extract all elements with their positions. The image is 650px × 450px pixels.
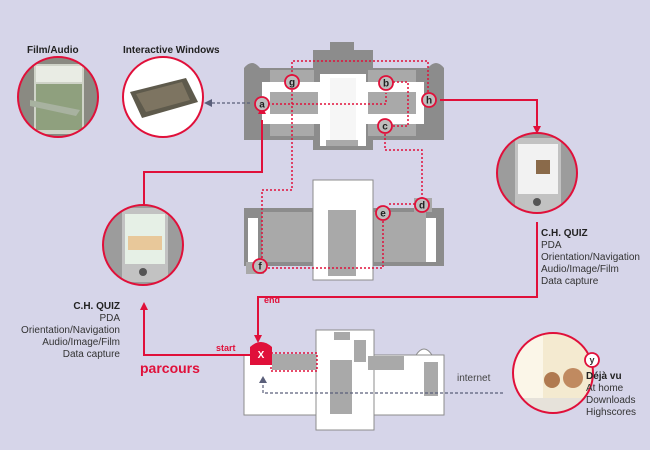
film-audio-photo (17, 56, 99, 138)
internet-label: internet (457, 373, 491, 384)
parcours-label: parcours (140, 360, 200, 376)
route-dotted (261, 60, 429, 372)
station-label-f: f (258, 262, 262, 273)
pda-right-photo (496, 132, 578, 214)
left-pda-line: PDA (99, 313, 120, 324)
right-pda-title: C.H. QUIZ (541, 228, 588, 239)
deja-vu-marker-label: y (589, 355, 595, 365)
deja-vu-marker (584, 352, 600, 368)
end-label: end (264, 295, 281, 305)
floorplan-top (244, 42, 444, 150)
deja-vu-title: Déjà vu (586, 371, 622, 382)
right-pda-line: Data capture (541, 276, 599, 287)
interactive-window-photo (122, 56, 204, 138)
left-pda-description: C.H. QUIZ PDA Orientation/Navigation Aud… (10, 301, 120, 361)
floorplan-middle (244, 179, 444, 281)
deja-vu-line: Highscores (586, 407, 637, 418)
deja-vu-line: Downloads (586, 395, 636, 406)
start-marker (250, 342, 272, 365)
internet-link (204, 99, 505, 394)
station-marker-c (377, 118, 393, 134)
deja-vu-description: Déjà vu At home Downloads Highscores (586, 371, 636, 419)
start-label: start (216, 343, 236, 353)
right-pda-description: C.H. QUIZ PDA Orientation/Navigation Aud… (541, 228, 640, 288)
left-pda-line: Audio/Image/Film (42, 337, 120, 348)
deja-vu-line: At home (586, 383, 624, 394)
station-marker-f (252, 258, 268, 274)
right-pda-line: PDA (541, 240, 562, 251)
station-label-c: c (382, 122, 388, 133)
left-pda-line: Data capture (62, 349, 120, 360)
station-marker-b (378, 75, 394, 91)
station-label-b: b (383, 79, 389, 90)
floorplan-bottom (243, 329, 445, 431)
start-marker-label: X (257, 350, 265, 361)
station-label-h: h (426, 96, 432, 107)
station-marker-h (421, 92, 437, 108)
station-marker-g (284, 74, 300, 90)
left-pda-line: Orientation/Navigation (21, 325, 120, 336)
left-pda-title: C.H. QUIZ (73, 301, 120, 312)
station-label-e: e (380, 209, 386, 220)
pda-left-photo (102, 204, 184, 286)
station-label-d: d (419, 201, 425, 212)
station-marker-a (254, 96, 270, 112)
route-solid (143, 99, 538, 356)
right-pda-line: Audio/Image/Film (541, 264, 619, 275)
station-label-g: g (289, 78, 295, 89)
right-pda-line: Orientation/Navigation (541, 252, 640, 263)
interactive-windows-label: Interactive Windows (123, 45, 220, 56)
station-markers: a b c d e f g h (252, 74, 437, 274)
film-audio-label: Film/Audio (27, 45, 79, 56)
station-marker-e (375, 205, 391, 221)
station-marker-d (414, 197, 430, 213)
station-label-a: a (259, 100, 265, 111)
deja-vu-photo (512, 332, 594, 414)
